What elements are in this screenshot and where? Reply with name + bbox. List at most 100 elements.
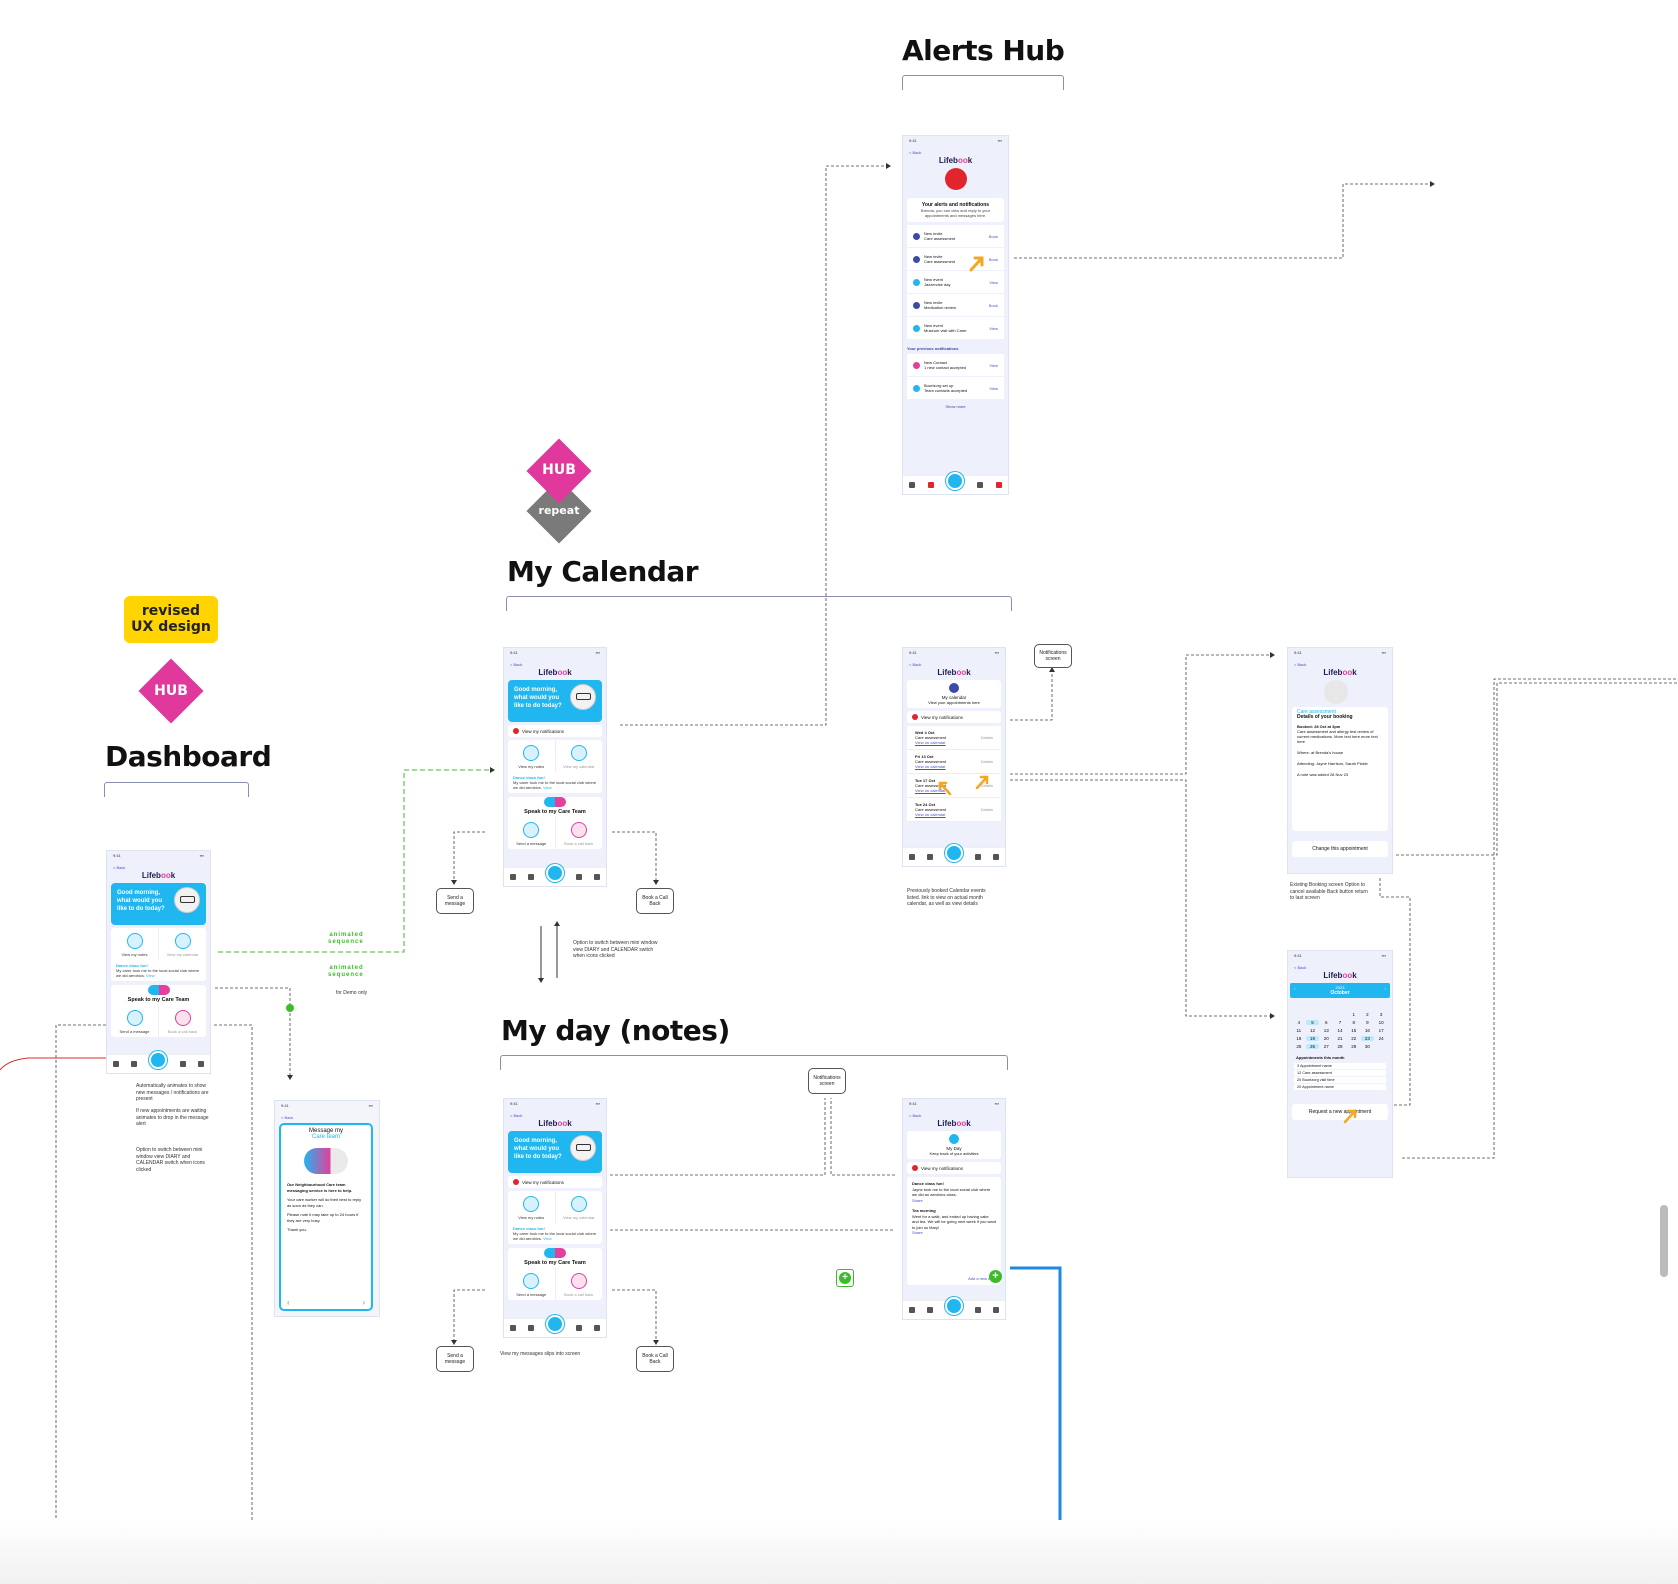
calendar-day[interactable]: 18 — [1296, 1036, 1302, 1041]
tab-home-icon[interactable] — [993, 1307, 999, 1313]
tab-home-icon[interactable] — [197, 1061, 204, 1067]
calendar-day[interactable]: 3 — [1379, 1012, 1383, 1017]
call-back-button[interactable]: Book a call back — [159, 1005, 206, 1037]
calendar-day[interactable]: 2 — [1366, 1012, 1369, 1017]
calendar-day[interactable]: 21 — [1337, 1036, 1343, 1041]
calendar-day[interactable]: 27 — [1323, 1044, 1329, 1049]
call-back-button[interactable]: Book a call back — [556, 817, 603, 849]
note-snippet[interactable]: Dance class fun!My carer took me to the … — [116, 963, 200, 978]
calendar-day[interactable]: 24 — [1378, 1036, 1384, 1041]
calendar-day[interactable]: 17 — [1378, 1028, 1384, 1033]
calendar-day[interactable]: 10 — [1378, 1020, 1384, 1025]
tab-calendar-icon[interactable] — [131, 1061, 138, 1067]
back-link[interactable]: < Back — [909, 662, 922, 667]
tab-account-icon[interactable] — [113, 1061, 120, 1067]
calendar-day[interactable]: 20 — [1323, 1036, 1329, 1041]
tab-hub-icon[interactable] — [946, 472, 965, 490]
tab-chat-icon[interactable] — [179, 1061, 186, 1067]
appointment-item[interactable]: 20 Buurtzorg visit time — [1294, 1077, 1386, 1083]
calendar-day[interactable]: 29 — [1351, 1044, 1357, 1049]
tab-chat-icon[interactable] — [977, 482, 984, 488]
view-notes-button[interactable]: View my notes — [508, 740, 556, 772]
tab-chat-icon[interactable] — [576, 1325, 582, 1331]
tab-hub-icon[interactable] — [546, 1315, 564, 1333]
view-calendar-button[interactable]: View my calendar — [556, 740, 603, 772]
back-link[interactable]: < Back — [510, 662, 523, 667]
tab-hub-icon[interactable] — [546, 864, 564, 882]
view-notes-button[interactable]: View my notes — [111, 928, 159, 960]
back-link[interactable]: < Back — [113, 865, 126, 870]
add-plus-icon[interactable]: + — [836, 1269, 854, 1287]
back-link[interactable]: < Back — [281, 1115, 294, 1120]
calendar-day[interactable]: 22 — [1351, 1036, 1357, 1041]
note-snippet[interactable]: Dance class fun!My carer took me to the … — [513, 1226, 597, 1241]
tab-home-icon[interactable] — [993, 854, 999, 860]
calendar-day[interactable]: 8 — [1352, 1020, 1355, 1025]
change-appointment-button[interactable]: Change this appointment — [1292, 841, 1388, 857]
send-message-button[interactable]: Send a message — [508, 817, 556, 849]
tab-account-icon[interactable] — [510, 1325, 516, 1331]
calendar-day[interactable]: 25 — [1296, 1044, 1302, 1049]
calendar-day[interactable]: 30 — [1364, 1044, 1370, 1049]
prev-arrow-icon[interactable]: ‹ — [287, 1297, 290, 1307]
calendar-day[interactable]: 19 — [1305, 1036, 1320, 1041]
canvas-scrollbar[interactable] — [1660, 1205, 1668, 1277]
notifications-row[interactable]: View my notifications — [907, 711, 1001, 723]
calendar-day[interactable]: 16 — [1364, 1028, 1370, 1033]
notifications-row[interactable]: View my notifications — [907, 1162, 1001, 1174]
calendar-day[interactable]: 15 — [1351, 1028, 1357, 1033]
tab-calendar-icon[interactable] — [927, 482, 934, 488]
tab-account-icon[interactable] — [909, 482, 916, 488]
appointment-item[interactable]: 20 Appointment name — [1294, 1084, 1386, 1090]
tab-chat-icon[interactable] — [975, 1307, 981, 1313]
tab-calendar-icon[interactable] — [528, 1325, 534, 1331]
tab-account-icon[interactable] — [510, 874, 516, 880]
view-calendar-button[interactable]: View my calendar — [159, 928, 206, 960]
back-link[interactable]: < Back — [909, 1113, 922, 1118]
notifications-row[interactable]: View my notifications — [508, 1176, 602, 1188]
call-back-button[interactable]: Book a call back — [556, 1268, 603, 1300]
back-link[interactable]: < Back — [1294, 662, 1307, 667]
calendar-day[interactable]: 14 — [1337, 1028, 1343, 1033]
notifications-row[interactable]: View my notifications — [508, 725, 602, 737]
show-more-link[interactable]: Show more — [945, 404, 966, 409]
calendar-day[interactable]: 6 — [1325, 1020, 1328, 1025]
tab-calendar-icon[interactable] — [528, 874, 534, 880]
calendar-day[interactable]: 4 — [1297, 1020, 1301, 1025]
add-entry-row[interactable]: Add a new entry — [968, 1275, 997, 1281]
tab-home-icon[interactable] — [594, 874, 600, 880]
next-arrow-icon[interactable]: › — [362, 1297, 365, 1307]
tab-hub-icon[interactable] — [149, 1051, 168, 1069]
back-link[interactable]: < Back — [1294, 965, 1307, 970]
tab-chat-icon[interactable] — [975, 854, 981, 860]
tab-account-icon[interactable] — [909, 1307, 915, 1313]
tab-home-icon[interactable] — [995, 482, 1002, 488]
calendar-day[interactable]: 13 — [1323, 1028, 1329, 1033]
tab-hub-icon[interactable] — [945, 844, 963, 862]
tab-home-icon[interactable] — [594, 1325, 600, 1331]
calendar-day[interactable]: 5 — [1305, 1020, 1320, 1025]
send-message-button[interactable]: Send a message — [508, 1268, 556, 1300]
calendar-day[interactable]: 1 — [1352, 1012, 1355, 1017]
tab-account-icon[interactable] — [909, 854, 915, 860]
appointment-item[interactable]: 12 Care assessment — [1294, 1070, 1386, 1076]
next-month-icon[interactable]: › — [1384, 986, 1386, 991]
tab-chat-icon[interactable] — [576, 874, 582, 880]
send-message-button[interactable]: Send a message — [111, 1005, 159, 1037]
calendar-day[interactable]: 23 — [1360, 1036, 1375, 1041]
tab-calendar-icon[interactable] — [927, 1307, 933, 1313]
calendar-day[interactable]: 12 — [1310, 1028, 1316, 1033]
view-notes-button[interactable]: View my notes — [508, 1191, 556, 1223]
calendar-day[interactable]: 26 — [1305, 1044, 1320, 1049]
note-snippet[interactable]: Dance class fun!My carer took me to the … — [513, 775, 597, 790]
prev-month-icon[interactable]: ‹ — [1294, 986, 1296, 991]
